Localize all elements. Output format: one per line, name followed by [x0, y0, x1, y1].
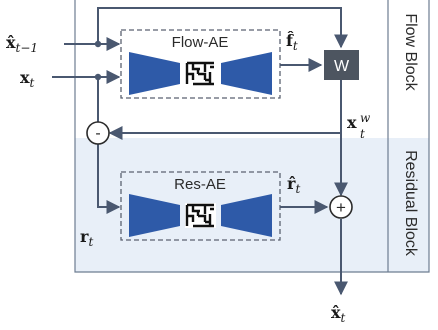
- res-encoder-shape: [129, 194, 180, 237]
- flow-block-label: Flow Block: [402, 13, 419, 91]
- res-quantizer-icon: [185, 203, 216, 228]
- flow-quantizer-icon: [185, 61, 216, 86]
- flow-encoder-shape: [129, 52, 180, 95]
- warp-label: W: [334, 58, 350, 75]
- residual-path: [97, 144, 121, 214]
- output-label: x̂t: [331, 303, 346, 325]
- block-frame: [74, 0, 430, 273]
- warped-frame-subscript: t: [360, 127, 365, 141]
- residual-block-label: Residual Block: [402, 150, 419, 257]
- junction-dot: [94, 40, 102, 48]
- subtract-node: [86, 121, 110, 145]
- res-ae-label: Res-AE: [174, 176, 226, 193]
- current-frame-label: xt: [20, 68, 35, 90]
- add-node: [329, 195, 353, 219]
- warped-frame-superscript: w: [360, 111, 371, 125]
- flow-label: f̂t: [286, 31, 298, 53]
- residual-label: rt: [80, 227, 93, 249]
- residual-recon-label: r̂t: [287, 174, 300, 196]
- warped-frame-label: x: [347, 113, 357, 132]
- flow-decoder-shape: [221, 52, 272, 95]
- add-symbol: +: [336, 198, 346, 217]
- flow-ae-label: Flow-AE: [172, 34, 229, 51]
- prev-recon-label: x̂t−1: [6, 33, 38, 55]
- warp-block: [324, 50, 359, 80]
- res-decoder-shape: [221, 194, 272, 237]
- prev-frame-skip-path: [97, 7, 348, 49]
- junction-dot: [94, 73, 102, 81]
- subtract-symbol: -: [95, 125, 100, 142]
